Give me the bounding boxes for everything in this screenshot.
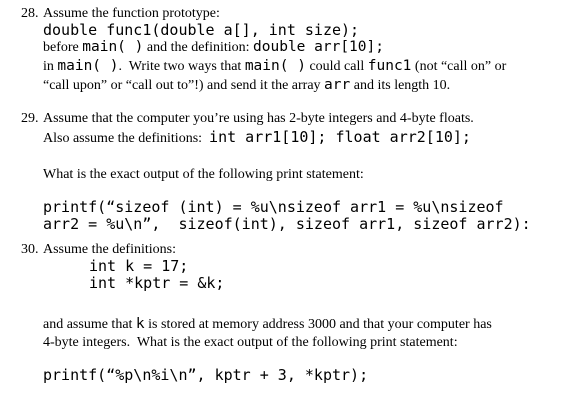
question-text: 4-byte integers. What is the exact outpu… — [43, 335, 458, 350]
question-28: 28. Assume the function prototype: doubl… — [21, 6, 571, 94]
question-text: before main( ) and the definition: doubl… — [43, 39, 384, 55]
question-text: in main( ). Write two ways that main( ) … — [43, 58, 507, 74]
question-text: Assume that the computer you’re using ha… — [43, 111, 474, 126]
question-text: What is the exact output of the followin… — [43, 167, 364, 182]
print-statement-code: printf(“sizeof (int) = %u\nsizeof arr1 =… — [43, 198, 531, 233]
function-prototype: double func1(double a[], int size); — [43, 21, 360, 39]
question-text: Also assume the definitions: int arr1[10… — [43, 128, 471, 146]
print-statement-code: printf(“%p\n%i\n”, kptr + 3, *kptr); — [43, 366, 369, 384]
question-text: “call upon” or “call out to”!) and send … — [43, 77, 451, 93]
question-text: Assume the definitions: — [43, 242, 176, 257]
question-text: Assume the function prototype: — [43, 6, 220, 21]
question-text: and assume that k is stored at memory ad… — [43, 316, 492, 332]
question-number: 30. — [21, 242, 39, 257]
question-29: 29. Assume that the computer you’re usin… — [21, 111, 571, 233]
question-number: 28. — [21, 6, 39, 21]
variable-definitions-code: int k = 17;int *kptr = &k; — [89, 257, 225, 292]
question-30: 30. Assume the definitions: int k = 17;i… — [21, 242, 571, 384]
question-number: 29. — [21, 111, 39, 126]
